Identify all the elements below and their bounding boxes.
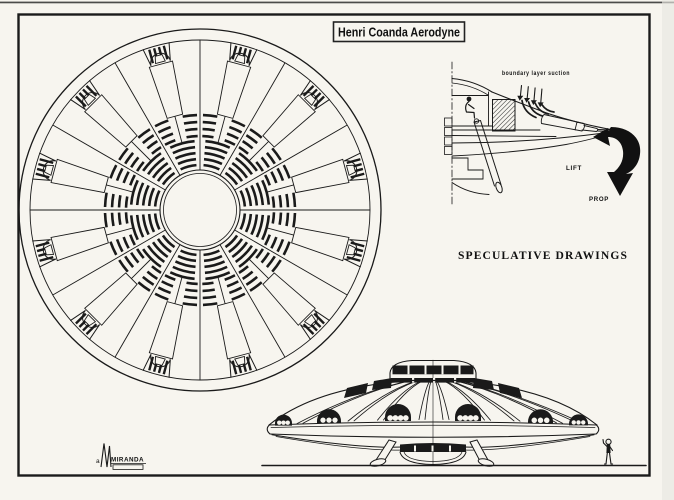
scan-right-shading: [662, 0, 674, 500]
human-figure: [602, 438, 614, 465]
lift-label: LIFT: [566, 165, 582, 172]
landing-legs: [369, 439, 495, 467]
pilot-figure: [465, 96, 476, 119]
speculative-drawings-caption: SPECULATIVE DRAWINGS: [458, 249, 628, 262]
landing-leg-strut: [473, 118, 503, 194]
artist-signature: a MIRANDA: [96, 443, 146, 470]
signature-prefix: a: [96, 458, 100, 465]
cupola: [388, 359, 478, 382]
lift-prop-arrow: [593, 127, 641, 196]
suction-label: boundary layer suction: [502, 70, 570, 77]
title-label: Henri Coanda Aerodyne: [338, 26, 460, 40]
cabin-outline: [451, 91, 493, 127]
plan-view-drawing: [18, 28, 382, 392]
drawing-border-frame: [17, 13, 651, 477]
flow-streamlines: [521, 99, 555, 119]
title-box: Henri Coanda Aerodyne: [332, 21, 466, 43]
hub-structure: [444, 117, 490, 195]
prop-label: PROP: [589, 196, 609, 203]
rim-band: [266, 421, 600, 438]
cross-section-detail-drawing: [444, 61, 641, 206]
suction-arrows: [517, 84, 544, 108]
signature-name: MIRANDA: [111, 457, 144, 464]
gondola: [399, 443, 467, 466]
side-elevation-drawing: [261, 359, 647, 467]
rim-arch-windows: [275, 403, 588, 426]
hatched-structure-block: [492, 99, 516, 132]
signature-flourish: [100, 443, 112, 468]
rim-pod: [540, 114, 612, 132]
scan-top-edge: [0, 1, 674, 4]
